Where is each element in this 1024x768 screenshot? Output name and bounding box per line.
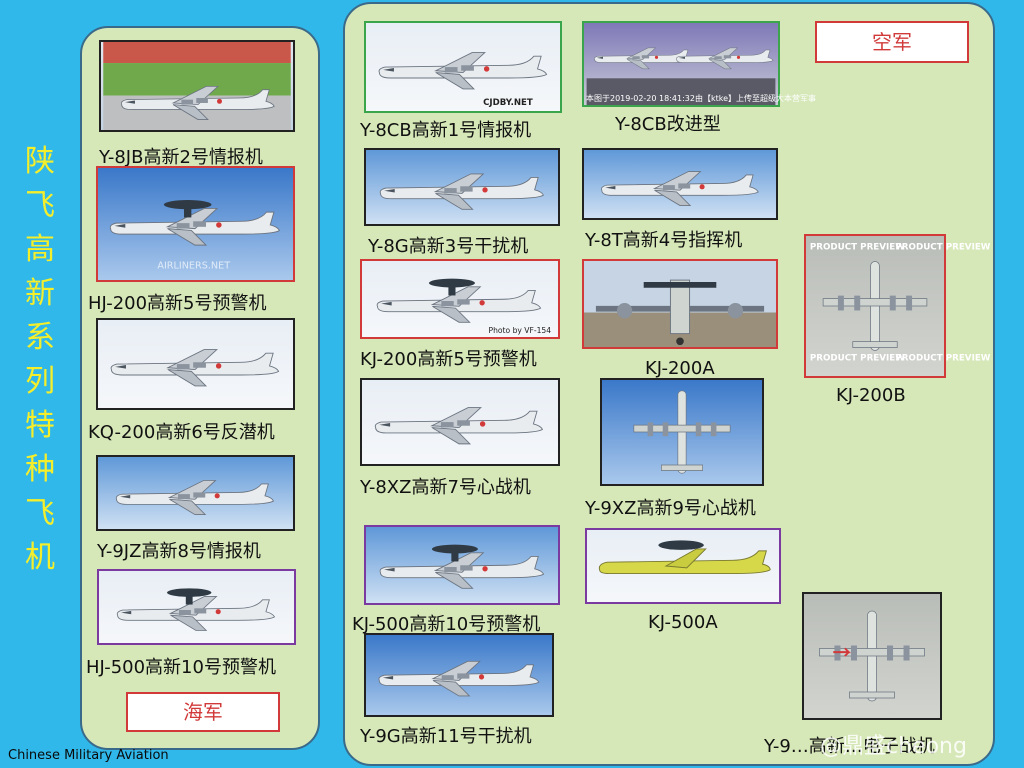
caption-y8jb: Y-8JB高新2号情报机 [99,147,263,168]
aircraft-image: CJDBY.NET [378,52,548,108]
photo-y8g [364,148,560,226]
photo-y8cb-improved: 本图于2019-02-20 18:41:32由【ktke】上传至超级大本营军事 [582,21,816,107]
aircraft-image [115,480,274,516]
caption-kq200: KQ-200高新6号反潜机 [88,422,275,443]
airforce-badge: 空军 [815,21,969,63]
aircraft-image [378,660,540,697]
photo-y9jz [96,455,295,531]
photo-kj200a [582,259,778,349]
photo-watermark: AIRLINERS.NET [157,260,230,271]
side-title-char: 种 [25,452,55,487]
photo-y9-ew [802,592,942,720]
caption-y9jz: Y-9JZ高新8号情报机 [97,541,261,562]
aircraft-image [819,610,925,702]
side-title-char: 陕 [25,144,55,179]
caption-y8t: Y-8T高新4号指挥机 [585,230,743,251]
side-title-char: 高 [25,232,55,267]
aircraft-image [586,47,776,105]
aircraft-image [379,173,544,210]
aircraft-image: PRODUCT PREVIEW PRODUCT PREVIEW PRODUCT … [810,243,991,364]
caption-kj500: KJ-500高新10号预警机 [352,614,541,635]
caption-y9xz: Y-9XZ高新9号心战机 [585,498,756,519]
caption-hj200: HJ-200高新5号预警机 [88,293,267,314]
photo-watermark: Photo by VF-154 [489,326,552,335]
side-title: 陕 飞 高 新 系 列 特 种 飞 机 [20,140,60,580]
caption-kj500a: KJ-500A [648,612,718,633]
caption-y8cb: Y-8CB高新1号情报机 [360,120,532,141]
photo-kj200: Photo by VF-154 [360,259,560,339]
aircraft-image [379,544,545,589]
photo-hj500 [97,569,296,645]
photo-y8cb: CJDBY.NET [364,21,562,113]
caption-hj500: HJ-500高新10号预警机 [86,657,276,678]
side-title-char: 新 [25,276,55,311]
aircraft-image [103,42,291,130]
aircraft-image [110,349,280,387]
photo-kq200 [96,318,295,410]
caption-kj200a: KJ-200A [645,358,715,379]
caption-y9-ew: Y-9…高新…电子战机 [764,736,935,757]
photo-y9g [364,633,554,717]
side-title-char: 飞 [25,496,55,531]
caption-kj200b: KJ-200B [836,385,906,406]
aircraft-image [598,540,771,575]
aircraft-image [595,279,765,346]
photo-y8t [582,148,778,220]
photo-kj200b: PRODUCT PREVIEW PRODUCT PREVIEW PRODUCT … [804,234,991,378]
aircraft-image: AIRLINERS.NET [109,200,280,271]
photo-kj500a [585,528,781,604]
photo-watermark: CJDBY.NET [483,98,533,108]
photo-overlay-text: 本图于2019-02-20 18:41:32由【ktke】上传至超级大本营军事 [586,94,817,103]
photo-y8xz [360,378,560,466]
side-title-char: 特 [25,408,55,443]
caption-kj200: KJ-200高新5号预警机 [360,349,537,370]
aircraft-image [374,407,543,445]
photo-hj200: AIRLINERS.NET [96,166,295,282]
preview-label: PRODUCT PREVIEW [895,353,990,363]
aircraft-image [633,390,731,474]
side-title-char: 系 [25,320,55,355]
aircraft-image [116,588,275,631]
weibo-watermark: @鼎盛cheong [820,734,967,759]
side-title-char: 机 [25,540,55,575]
photo-y9xz [600,378,764,486]
photo-kj500 [364,525,560,605]
aircraft-image [601,171,759,206]
caption-y8g: Y-8G高新3号干扰机 [368,236,529,257]
photo-y8jb [99,40,295,132]
side-title-char: 飞 [25,188,55,223]
caption-y9g: Y-9G高新11号干扰机 [360,726,532,747]
side-title-char: 列 [25,364,55,399]
caption-y8cb-improved: Y-8CB改进型 [615,114,721,135]
caption-y8xz: Y-8XZ高新7号心战机 [360,477,531,498]
preview-label: PRODUCT PREVIEW [895,243,990,253]
preview-label: PRODUCT PREVIEW [810,243,905,253]
aircraft-image: Photo by VF-154 [376,278,552,335]
navy-badge: 海军 [126,692,280,732]
footer-credit: Chinese Military Aviation [8,748,169,763]
preview-label: PRODUCT PREVIEW [810,353,905,363]
